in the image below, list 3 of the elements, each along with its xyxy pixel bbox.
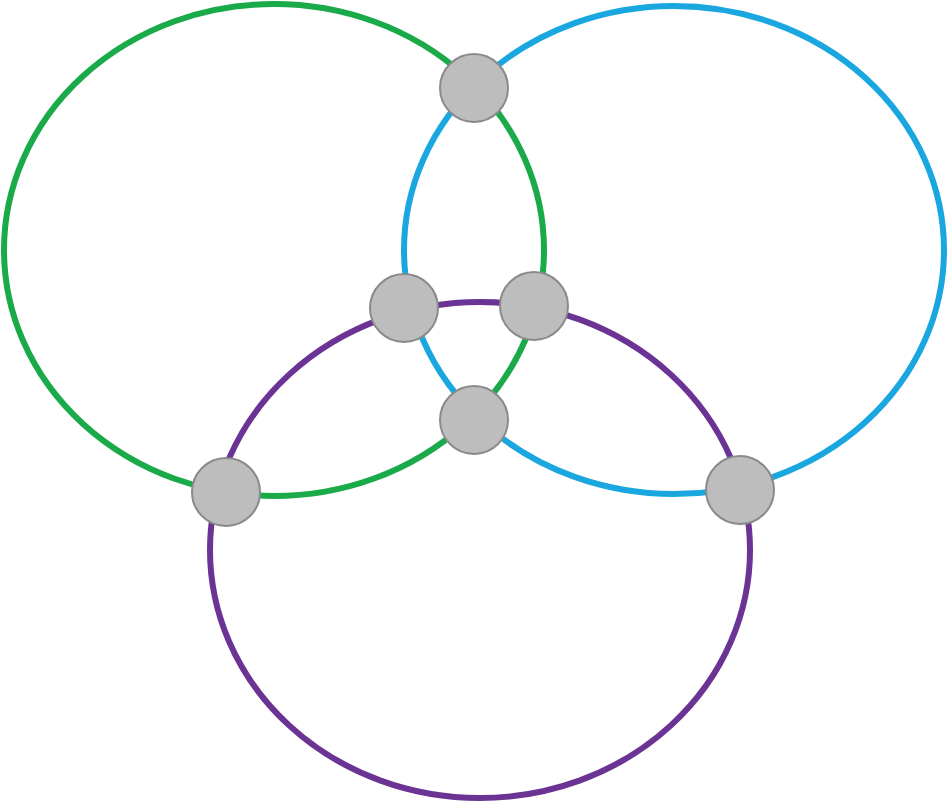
intersection-dot [191,457,261,527]
intersection-dot [439,53,509,123]
intersection-dot [705,455,775,525]
